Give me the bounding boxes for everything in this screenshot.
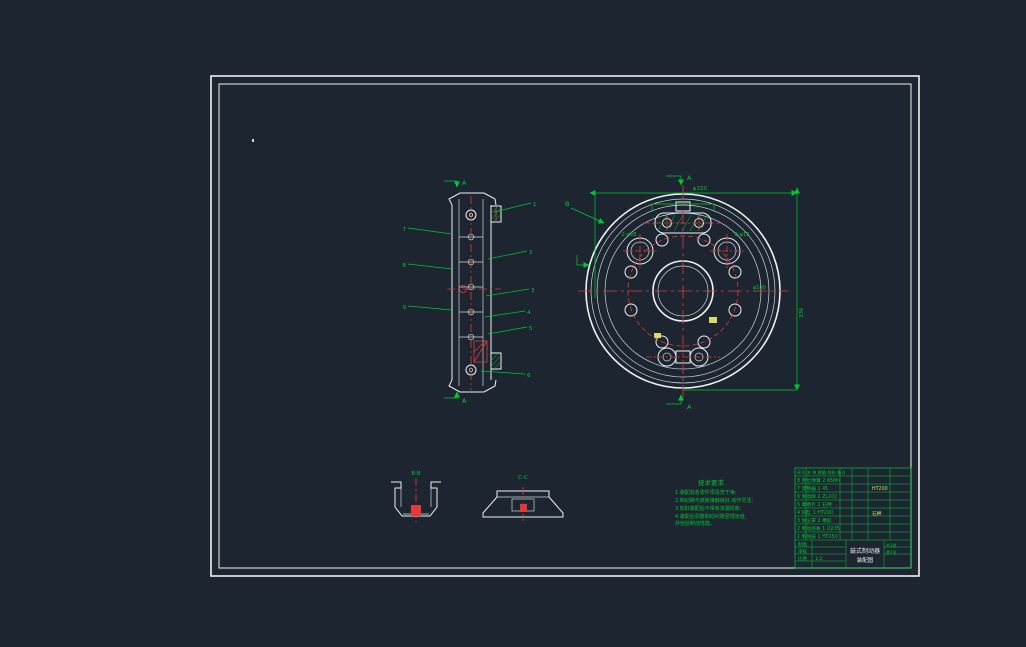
- side-section-view: 7 8 9 1 2 3 4 5 6 A A: [403, 179, 537, 405]
- front-view: φ320 336 φ100 2-φ28 8-φ12 A A B: [565, 174, 805, 411]
- bom-row: 2 制动底板 1 Q235: [797, 525, 840, 532]
- bom-row: 5 摩擦片 2 石棉: [797, 501, 832, 508]
- sheets-count: 共1张: [886, 542, 897, 548]
- dim-center-label: φ100: [753, 285, 766, 291]
- note-line: 2.制动蹄与底板接触良好,动作灵活;: [675, 497, 753, 504]
- sheet-inner-border: [218, 83, 912, 569]
- field-draw: 制图: [798, 541, 807, 548]
- note-line: 1.装配前各零件须清洗干净;: [675, 489, 737, 496]
- balloon-label: 6: [527, 373, 531, 379]
- centerlines: [578, 185, 788, 397]
- balloon-label: 7: [403, 227, 407, 233]
- red-hatch-fill: [411, 505, 421, 516]
- hole-callout-left: 2-φ28: [622, 232, 637, 238]
- balloon-label: 2: [529, 250, 533, 256]
- technical-notes: 技术要求 1.装配前各零件须清洗干净; 2.制动蹄与底板接触良好,动作灵活; 3…: [675, 478, 753, 527]
- section-label-a: A: [687, 403, 692, 411]
- spring-anchor-mark: [459, 285, 467, 293]
- field-scale: 比例: [798, 555, 807, 562]
- balloon-label: 5: [529, 326, 533, 332]
- detail-section-view-1: B-B: [391, 471, 441, 524]
- dim-right-label: 336: [799, 307, 805, 318]
- bom-row: 8 回位弹簧 2 65Mn: [797, 477, 840, 484]
- drawing-title-line2: 装配图: [857, 556, 874, 564]
- bom-row: 3 防尘罩 2 橡胶: [797, 517, 832, 524]
- note-line: 4.装配后调整制动间隙至规定值,: [675, 513, 747, 520]
- detail-section-view-2: C-C: [482, 475, 564, 521]
- balloon-label: 8: [403, 263, 407, 269]
- field-check: 审核: [798, 548, 807, 555]
- balloon-leaders-left: 7 8 9: [403, 227, 453, 311]
- cursor-blip: [252, 139, 254, 142]
- section-label-b: B: [565, 200, 569, 208]
- bolt-holes: [624, 233, 742, 349]
- balloon-label: 1: [533, 202, 537, 208]
- balloon-label: 3: [531, 288, 535, 294]
- dim-top-label: φ320: [693, 186, 708, 192]
- notes-title: 技术要求: [698, 478, 725, 487]
- bom-row: 6 制动蹄 2 ZL102: [797, 493, 837, 500]
- sheet-frame: [210, 75, 920, 577]
- highlight-part-left: [654, 333, 661, 338]
- bom-material-highlight: 石棉: [872, 510, 882, 517]
- section-label-a: A: [687, 174, 692, 182]
- balloon-label: 4: [527, 310, 531, 316]
- highlight-part-right: [709, 317, 717, 323]
- red-hatch-fill: [520, 504, 527, 512]
- view2-label: C-C: [518, 475, 528, 481]
- title-block: 序号 名 称 数量 材料 备注 8 回位弹簧 2 65Mn 7 调整器 1 45…: [794, 467, 912, 569]
- hole-callout-right: 8-φ12: [735, 232, 750, 238]
- section-label-a: A: [462, 179, 467, 187]
- note-line: 3.轮缸装配后不得有渗漏现象;: [675, 505, 742, 512]
- bom-header: 序号 名 称 数量 材料 备注: [797, 469, 846, 476]
- bolt-circle-centerline: [627, 235, 739, 347]
- bom-row: 1 制动鼓 1 HT250: [797, 533, 838, 540]
- sheet-number: 第1张: [886, 549, 897, 555]
- balloon-leaders-right: 1 2 3 4 5 6: [480, 202, 537, 379]
- section-label-a: A: [462, 397, 467, 405]
- sheet-outer-border: [210, 75, 920, 577]
- bom-row: 7 调整器 1 45: [797, 485, 828, 492]
- drawing-title-line1: 鼓式制动器: [850, 547, 880, 555]
- balloon-label: 9: [403, 305, 407, 311]
- scale-value: 1:2: [815, 556, 822, 562]
- view1-label: B-B: [411, 471, 421, 477]
- bom-material-highlight: HT200: [872, 486, 888, 492]
- dimensions: φ320 336 φ100 2-φ28 8-φ12: [589, 186, 805, 391]
- bom-row: 4 轮缸 1 HT200: [797, 509, 833, 516]
- note-line: 并检验制动性能。: [675, 520, 715, 527]
